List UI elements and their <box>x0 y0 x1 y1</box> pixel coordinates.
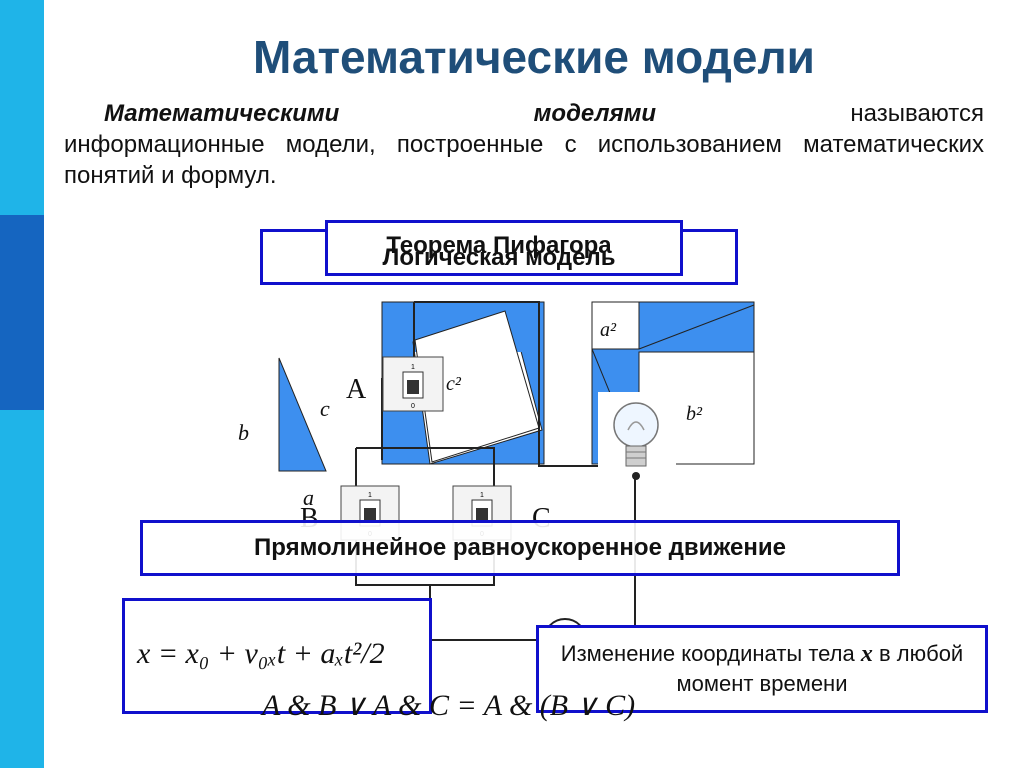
definition-paragraph: Математическими моделями называются инфо… <box>64 98 984 191</box>
coordinate-change-box: Изменение координаты тела x в любой моме… <box>536 625 988 713</box>
sidebar-decoration <box>0 0 44 768</box>
diagonal-top <box>638 304 755 350</box>
wire-to-source <box>429 585 543 641</box>
pythagoras-label: Теорема Пифагора <box>386 232 612 259</box>
coordinate-change-label: Изменение координаты тела x в любой моме… <box>539 639 985 699</box>
switch-label-a: A <box>346 374 367 405</box>
sidebar-dark-band <box>0 215 44 410</box>
lamp-contact <box>632 472 640 480</box>
term-mathematical: Математическими <box>104 100 340 127</box>
motion-formula-box: x = x₀ + v₀ₓt + aₓt²/2 <box>122 598 432 714</box>
lamp-glass <box>613 402 659 448</box>
definition-first-line: Математическими моделями называются <box>64 98 984 129</box>
switch-a-off-mark: 0 <box>411 403 415 410</box>
pythagoras-box <box>325 220 683 276</box>
logic-formula: A & B ∨ A & C = A & (B ∨ C) <box>262 689 636 722</box>
a-squared-square <box>591 301 640 350</box>
label-c: c <box>320 396 330 421</box>
label-a-squared: a² <box>600 319 617 341</box>
label-b: b <box>238 420 249 445</box>
slide-title: Математические модели <box>253 31 815 83</box>
lamp-base <box>625 445 647 467</box>
label-c-squared: c² <box>446 373 462 395</box>
switch-a-lever <box>407 380 419 394</box>
switch-b-on-mark: 1 <box>368 492 372 499</box>
header-labels: Теорема Пифагора Логическая модель <box>260 232 738 272</box>
switch-c-on-mark: 1 <box>480 492 484 499</box>
motion-formula: x = x₀ + v₀ₓt + aₓt²/2 <box>137 637 385 670</box>
word-called: называются <box>850 100 984 127</box>
coordinate-change-text-2: в любой момент времени <box>676 641 964 696</box>
term-models: моделями <box>533 100 657 127</box>
right-triangle <box>278 357 327 472</box>
switch-b-lever <box>364 508 376 522</box>
logical-model-label: Логическая модель <box>382 244 616 271</box>
coordinate-variable: x <box>860 641 873 667</box>
label-b-squared: b² <box>686 403 703 425</box>
label-a: a <box>303 485 314 510</box>
lightbulb-icon <box>598 392 676 480</box>
sidebar-light-bottom <box>0 410 44 768</box>
coordinate-change-text-1: Изменение координаты тела <box>560 641 861 666</box>
uniform-motion-label: Прямолинейное равноускоренное движение <box>254 534 786 561</box>
switch-a-on-mark: 1 <box>411 364 415 371</box>
sidebar-light-top <box>0 0 44 215</box>
switch-a <box>382 356 444 412</box>
uniform-motion-box: Прямолинейное равноускоренное движение <box>140 520 900 576</box>
definition-rest: информационные модели, построенные с исп… <box>64 131 984 189</box>
lamp-filament <box>627 421 645 431</box>
switch-c-lever <box>476 508 488 522</box>
